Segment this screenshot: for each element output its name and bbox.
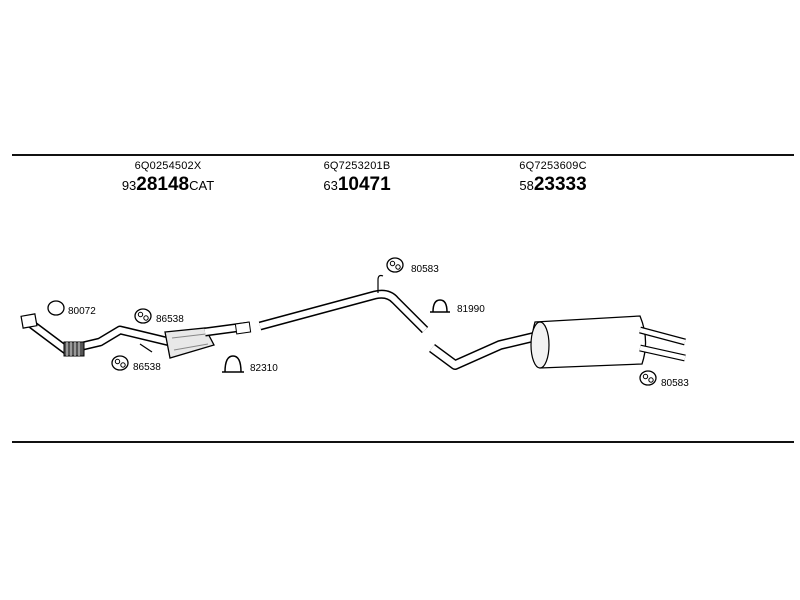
clamp-mid[interactable]: 81990 bbox=[430, 299, 485, 315]
hanger-lower[interactable]: 86538 bbox=[111, 355, 161, 373]
part-number: 5823333 bbox=[519, 174, 587, 195]
rubber-hanger-icon bbox=[639, 370, 657, 386]
part-center-pipe[interactable]: 6Q7253201B 6310471 bbox=[302, 160, 412, 196]
center-pipe[interactable] bbox=[258, 274, 429, 334]
hanger-mid[interactable]: 80583 bbox=[386, 257, 439, 275]
front-pipe-catalytic-converter[interactable] bbox=[20, 313, 252, 359]
rubber-hanger-icon bbox=[111, 355, 129, 371]
part-label: 81990 bbox=[457, 304, 485, 315]
part-label: 82310 bbox=[250, 363, 278, 374]
hanger-upper[interactable]: 86538 bbox=[134, 308, 184, 325]
part-rear-muffler[interactable]: 6Q7253609C 5823333 bbox=[498, 160, 608, 196]
gasket-icon bbox=[47, 300, 65, 316]
rear-muffler[interactable] bbox=[429, 315, 686, 370]
part-label: 80072 bbox=[68, 306, 96, 317]
top-divider bbox=[12, 154, 794, 156]
bottom-divider bbox=[12, 441, 794, 443]
part-label: 86538 bbox=[156, 314, 184, 325]
part-label: 86538 bbox=[133, 362, 161, 373]
part-number: 9328148CAT bbox=[121, 174, 215, 195]
rubber-hanger-icon bbox=[386, 257, 404, 273]
gasket-front[interactable]: 80072 bbox=[47, 300, 96, 317]
part-label: 80583 bbox=[411, 264, 439, 275]
oem-number: 6Q7253609C bbox=[519, 160, 587, 172]
hanger-rear[interactable]: 80583 bbox=[639, 370, 689, 389]
part-label: 80583 bbox=[661, 378, 689, 389]
oem-number: 6Q7253201B bbox=[323, 160, 391, 172]
oem-number: 6Q0254502X bbox=[134, 160, 202, 172]
part-catalytic-converter[interactable]: 6Q0254502X 9328148CAT bbox=[98, 160, 238, 196]
clamp-icon bbox=[224, 355, 242, 373]
clamp-icon bbox=[432, 299, 448, 313]
clamp-cat[interactable]: 82310 bbox=[222, 355, 278, 374]
rubber-hanger-icon bbox=[134, 308, 152, 324]
part-number: 6310471 bbox=[323, 174, 391, 195]
